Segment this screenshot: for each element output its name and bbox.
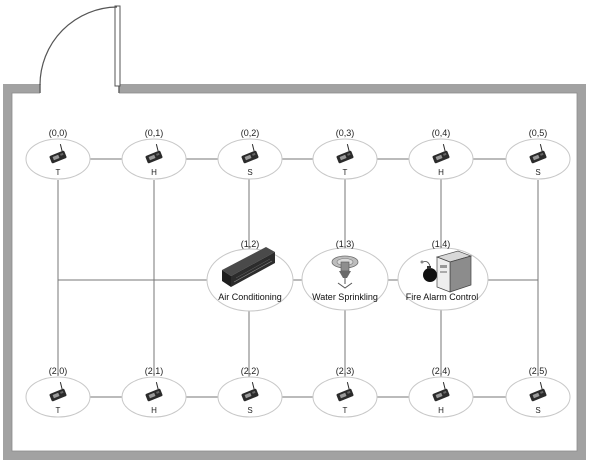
sensor-device-icon [145, 144, 163, 164]
node-coord: (2,3) [336, 366, 355, 376]
node-label: S [247, 406, 252, 415]
door-swing-arc [39, 6, 118, 86]
node-coord: (0,2) [241, 128, 260, 138]
sensor-node[interactable]: (0,0) T [25, 128, 91, 180]
node-coord: (2,5) [529, 366, 548, 376]
node-label: Fire Alarm Control [406, 292, 479, 302]
sensor-device-icon [49, 382, 67, 402]
network-links [57, 158, 539, 398]
node-coord: (1,4) [432, 239, 451, 249]
sensor-node[interactable]: (2,1) H [121, 366, 187, 418]
door-opening [40, 83, 119, 94]
sensor-node[interactable]: (2,2) S [217, 366, 283, 418]
node-coord: (2,4) [432, 366, 451, 376]
node-label: H [151, 406, 157, 415]
sensor-node[interactable]: (2,3) T [312, 366, 378, 418]
node-label: H [151, 168, 157, 177]
node-coord: (2,0) [49, 366, 68, 376]
sensor-device-icon [336, 382, 354, 402]
sensor-device-icon [49, 144, 67, 164]
node-label: T [343, 406, 348, 415]
sensor-node[interactable]: (0,1) H [121, 128, 187, 180]
node-coord: (0,5) [529, 128, 548, 138]
sensor-device-icon [529, 144, 547, 164]
sensor-node[interactable]: (0,2) S [217, 128, 283, 180]
node-label: S [535, 406, 540, 415]
sensor-device-icon [241, 382, 259, 402]
node-coord: (1,3) [336, 239, 355, 249]
node-coord: (0,1) [145, 128, 164, 138]
sensor-node[interactable]: (0,5) S [505, 128, 571, 180]
node-coord: (0,3) [336, 128, 355, 138]
sensor-device-icon [432, 382, 450, 402]
actuator-node-water-sprinkling[interactable]: (1,3) Water Sprinkling [301, 239, 389, 311]
node-label: T [56, 406, 61, 415]
sensor-nodes: (0,0) T (0,1) H (0,2) S (0,3) T (0,4) H (0,5) S (2,0… [25, 128, 571, 418]
sensor-node[interactable]: (0,4) H [408, 128, 474, 180]
sensor-node[interactable]: (2,0) T [25, 366, 91, 418]
fire-alarm-control-icon [420, 250, 473, 293]
actuator-node-fire-alarm-control[interactable]: (1,4) Fire Alarm Control [397, 239, 489, 311]
node-coord: (2,1) [145, 366, 164, 376]
sensor-device-icon [336, 144, 354, 164]
node-label: T [343, 168, 348, 177]
node-coord: (0,0) [49, 128, 68, 138]
node-label: S [247, 168, 252, 177]
node-label: Air Conditioning [218, 292, 282, 302]
sensor-device-icon [241, 144, 259, 164]
sensor-device-icon [432, 144, 450, 164]
node-label: H [438, 168, 444, 177]
node-label: H [438, 406, 444, 415]
sensor-device-icon [145, 382, 163, 402]
air-conditioner-icon [222, 247, 275, 287]
node-label: T [56, 168, 61, 177]
node-label: Water Sprinkling [312, 292, 378, 302]
node-coord: (2,2) [241, 366, 260, 376]
sensor-node[interactable]: (2,4) H [408, 366, 474, 418]
room-walls [3, 5, 586, 460]
sensor-node[interactable]: (0,3) T [312, 128, 378, 180]
sensor-device-icon [529, 382, 547, 402]
node-coord: (0,4) [432, 128, 451, 138]
actuator-nodes: (1,2) Air Conditioning (1,3) Wat [206, 239, 489, 312]
door-leaf [114, 5, 121, 87]
actuator-node-air-conditioning[interactable]: (1,2) Air Conditioning [206, 239, 294, 312]
node-label: S [535, 168, 540, 177]
sensor-node[interactable]: (2,5) S [505, 366, 571, 418]
node-coord: (1,2) [241, 239, 260, 249]
sprinkler-icon [331, 255, 359, 289]
